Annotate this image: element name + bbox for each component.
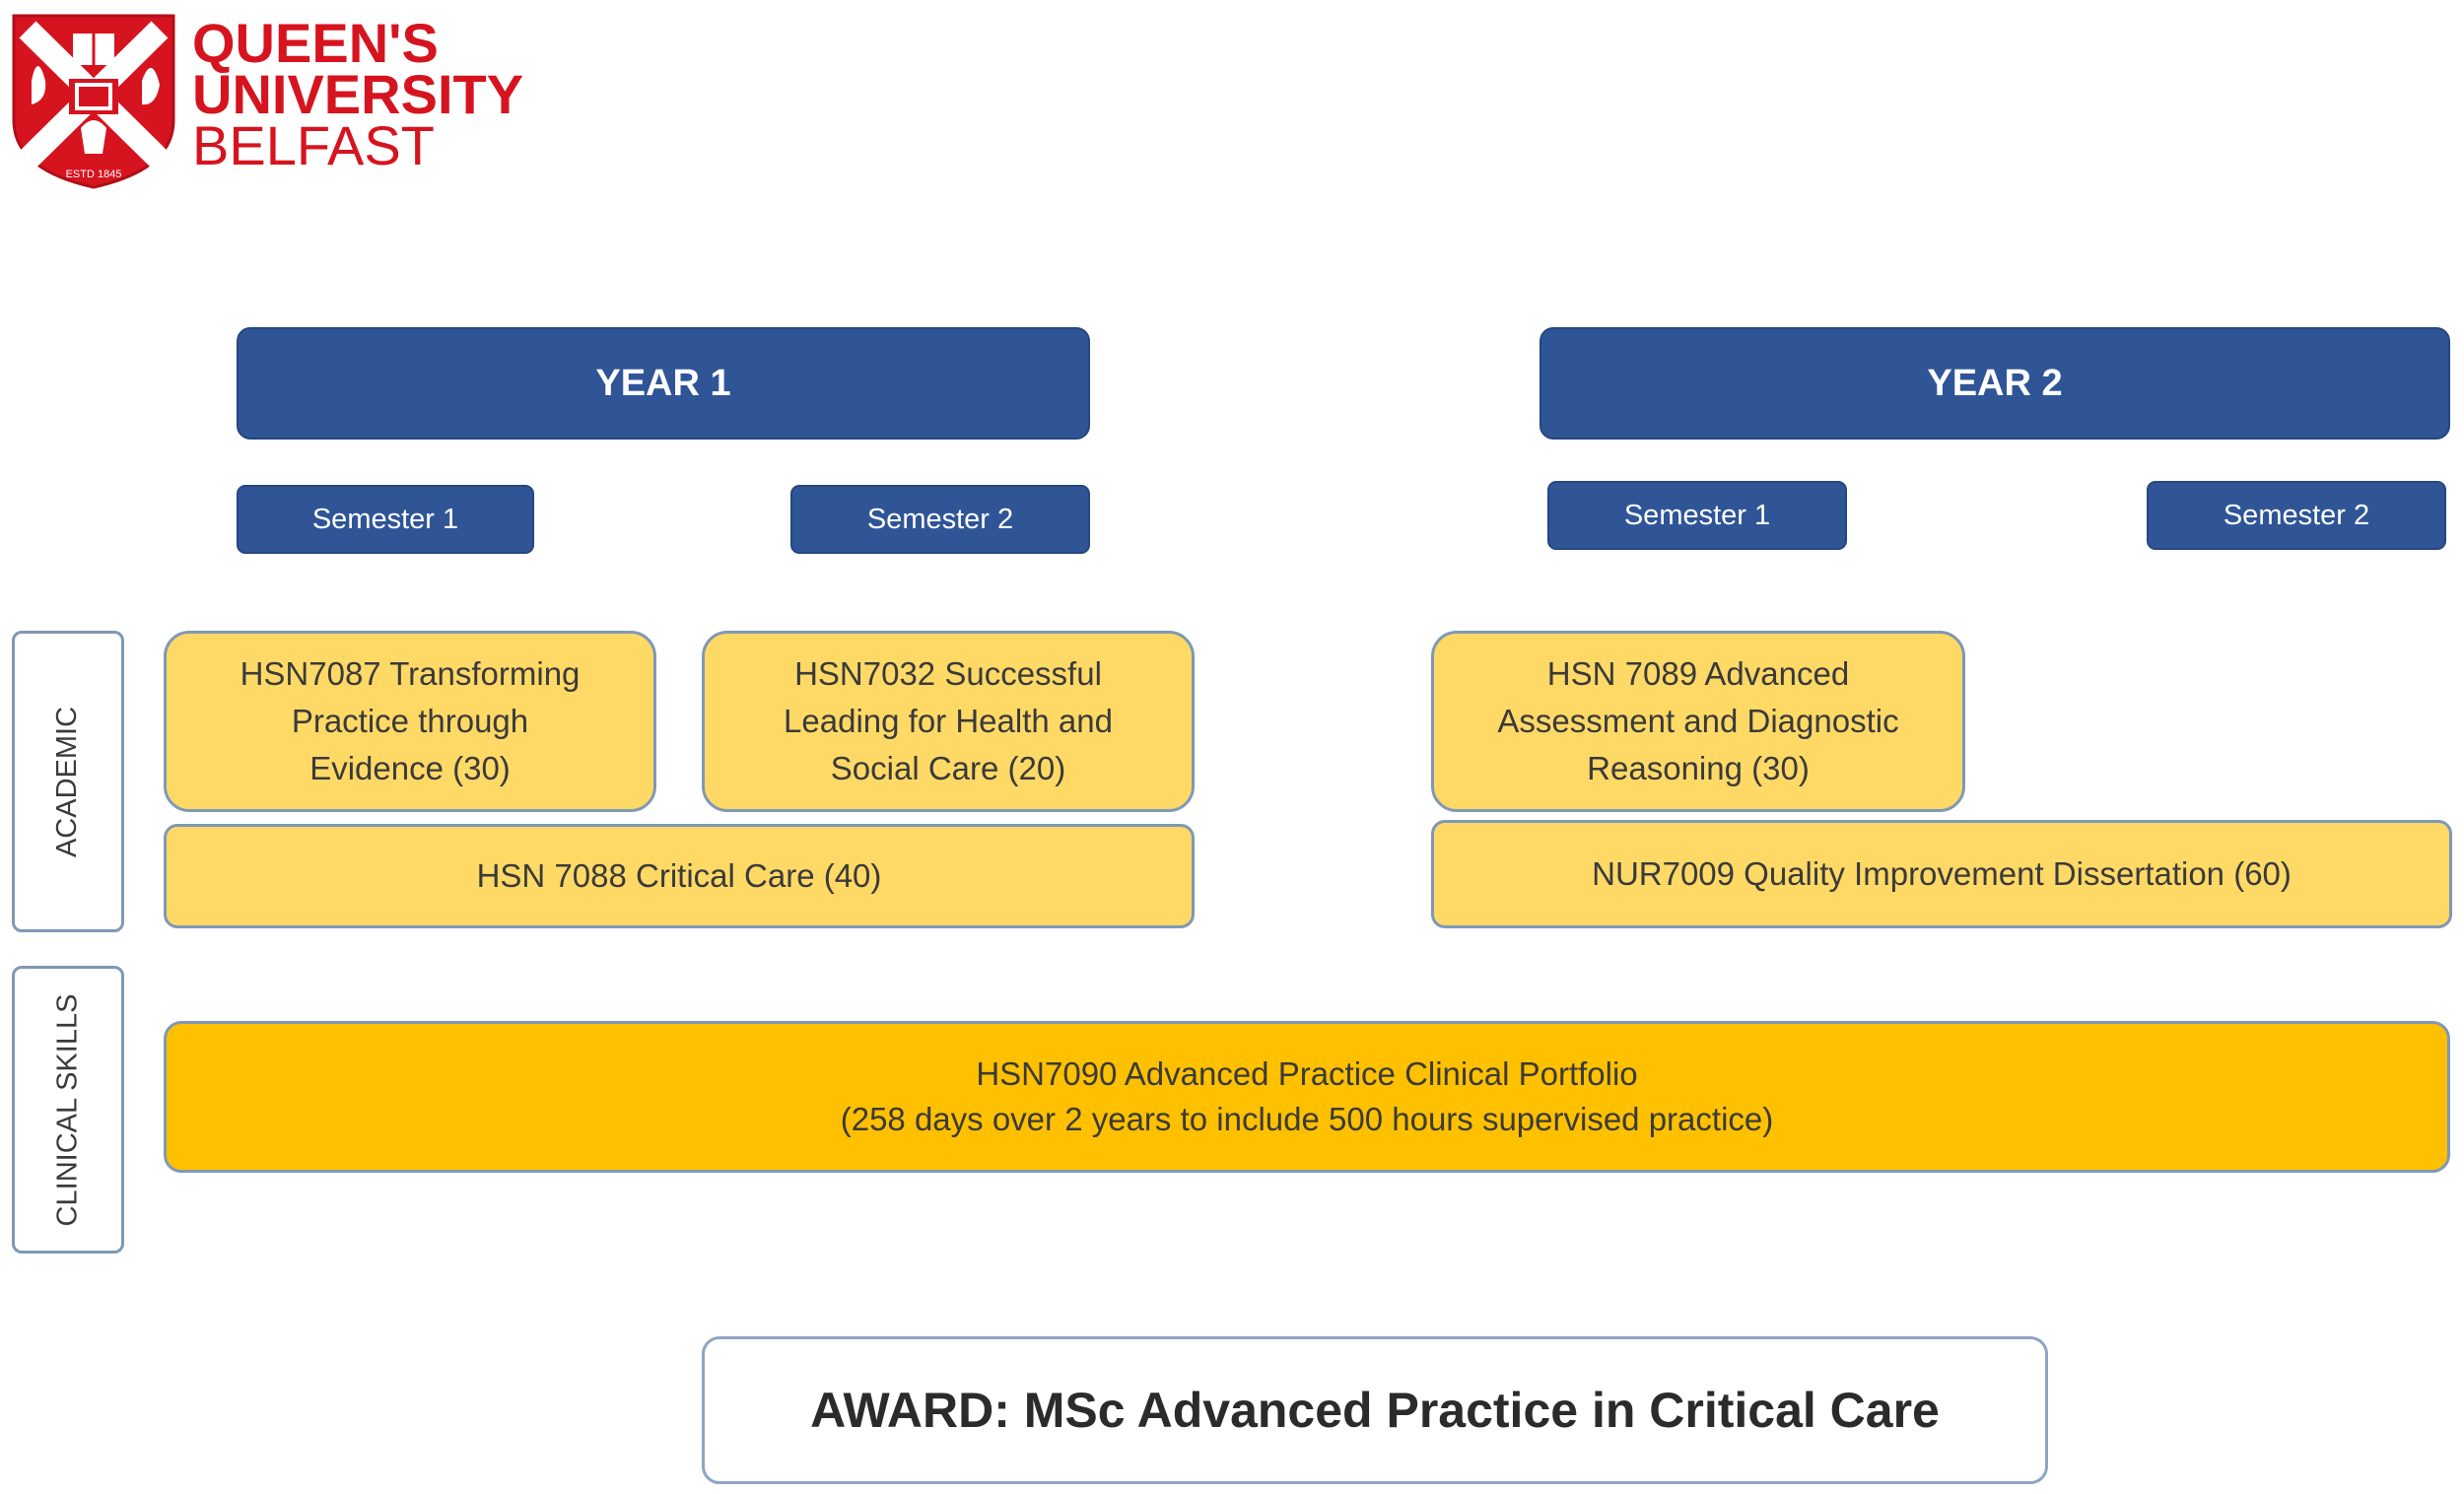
logo-line-3: BELFAST <box>192 114 435 176</box>
module-hsn7032-line-3: Social Care (20) <box>830 750 1066 786</box>
module-hsn7090-line-1: HSN7090 Advanced Practice Clinical Portf… <box>976 1055 1638 1092</box>
module-hsn7089-line-1: HSN 7089 Advanced <box>1546 655 1850 692</box>
module-hsn7089-line-3: Reasoning (30) <box>1587 750 1810 786</box>
year-2-semester-2-header: Semester 2 <box>2147 481 2446 550</box>
module-hsn7087: HSN7087 Transforming Practice through Ev… <box>164 631 656 812</box>
logo-line-1: QUEEN'S <box>192 12 439 74</box>
module-hsn7032: HSN7032 Successful Leading for Health an… <box>702 631 1195 812</box>
year-2-header: YEAR 2 <box>1540 327 2450 440</box>
module-hsn7032-line-1: HSN7032 Successful <box>794 655 1102 692</box>
module-nur7009: NUR7009 Quality Improvement Dissertation… <box>1431 820 2452 928</box>
module-hsn7088: HSN 7088 Critical Care (40) <box>164 824 1195 928</box>
module-hsn7090: HSN7090 Advanced Practice Clinical Portf… <box>164 1021 2450 1173</box>
module-hsn7089-line-2: Assessment and Diagnostic <box>1497 703 1899 739</box>
year-1-semester-2-header: Semester 2 <box>790 485 1090 554</box>
logo-line-2: UNIVERSITY <box>192 63 524 125</box>
academic-row-label: ACADEMIC <box>12 631 124 932</box>
year-1-semester-1-header: Semester 1 <box>237 485 534 554</box>
crest-icon: ESTD 1845 <box>12 14 175 189</box>
module-hsn7090-line-2: (258 days over 2 years to include 500 ho… <box>840 1101 1774 1137</box>
year-2-semester-1-header: Semester 1 <box>1547 481 1847 550</box>
module-hsn7089: HSN 7089 Advanced Assessment and Diagnos… <box>1431 631 1965 812</box>
module-hsn7032-line-2: Leading for Health and <box>784 703 1113 739</box>
module-hsn7087-line-2: Practice through <box>291 703 529 739</box>
module-hsn7087-line-1: HSN7087 Transforming <box>240 655 581 692</box>
academic-row-label-text: ACADEMIC <box>51 706 84 857</box>
crest-established-text: ESTD 1845 <box>66 169 122 180</box>
module-hsn7087-line-3: Evidence (30) <box>309 750 511 786</box>
clinical-skills-row-label: CLINICAL SKILLS <box>12 966 124 1254</box>
award-box: AWARD: MSc Advanced Practice in Critical… <box>702 1336 2048 1484</box>
clinical-skills-row-label-text: CLINICAL SKILLS <box>51 993 84 1226</box>
year-1-header: YEAR 1 <box>237 327 1090 440</box>
